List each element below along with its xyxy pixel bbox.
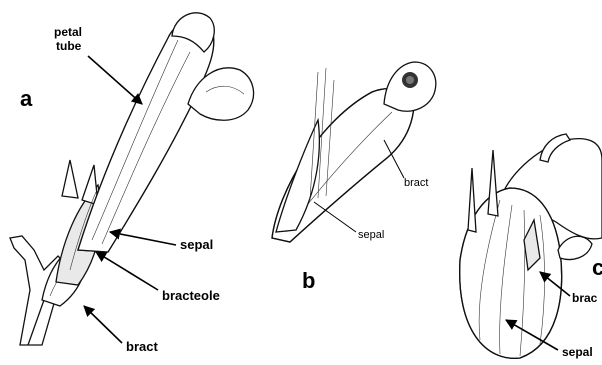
arrow-sepal-a: [110, 232, 176, 245]
label-petal-tube-line1: petal: [54, 25, 82, 39]
label-sepal-a: sepal: [180, 237, 213, 252]
label-bract-b: bract: [404, 177, 428, 189]
label-bract-c: brac: [572, 291, 598, 305]
panel-c-letter: c: [592, 255, 602, 280]
panel-b-drawing: [272, 62, 436, 242]
panel-c-drawing: [460, 134, 602, 358]
panel-a-letter: a: [20, 86, 33, 111]
label-petal-tube-line2: tube: [56, 39, 82, 53]
arrow-bract-a: [84, 306, 122, 343]
label-bract-a: bract: [126, 339, 158, 354]
leader-sepal-b: [314, 202, 356, 232]
arrow-petal-tube: [88, 56, 142, 104]
arrow-bracteole: [96, 252, 158, 290]
label-sepal-b: sepal: [358, 229, 384, 241]
label-bracteole: bracteole: [162, 288, 220, 303]
panel-b-letter: b: [302, 268, 315, 293]
label-sepal-c: sepal: [562, 345, 593, 359]
